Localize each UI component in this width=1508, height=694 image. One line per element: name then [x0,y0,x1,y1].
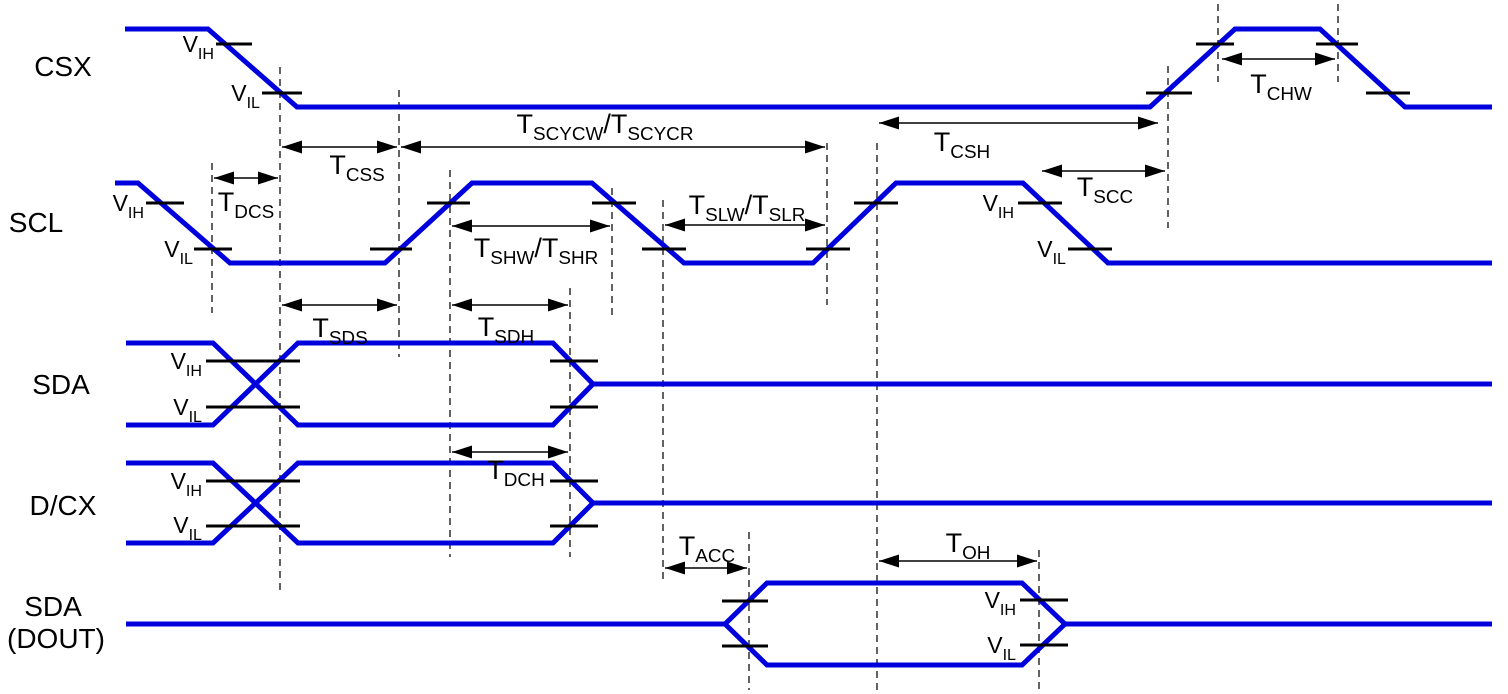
signal-label-sda: SDA [32,369,90,400]
label-tcss: TCSS [329,150,384,186]
label-tchw: TCHW [1250,69,1312,105]
signal-label-csx: CSX [34,51,92,82]
label-toh: TOH [946,528,991,564]
label-tcsh: TCSH [934,127,990,163]
vil-label: VIL [173,394,202,426]
label-tdcs: TDCS [218,187,274,223]
label-tacc: TACC [679,531,735,567]
label-tscc: TSCC [1077,172,1133,208]
vil-label: VIL [164,236,193,268]
vih-label: VIH [171,348,202,380]
label-tscyc: TSCYCW/TSCYCR [517,109,694,145]
timing-annotations: TDCS TCSS TSCYCW/TSCYCR TSHW/TSHR TSLW/T… [214,52,1335,575]
signal-label-scl: SCL [9,207,63,238]
vih-label: VIH [113,190,144,222]
sda-row: SDA VIH VIL [32,340,1492,428]
label-tslw: TSLW/TSLR [689,190,806,226]
sda-dout-wave-top [126,580,1492,627]
sda-wave-low-branch [126,340,595,428]
label-tdch: TDCH [487,455,544,491]
sda-wave-high-branch [126,340,1492,428]
vil-label: VIL [231,80,260,112]
scl-row: SCL VIH VIL VIH VIL [9,180,1492,268]
label-tshw: TSHW/TSHR [474,233,598,269]
signal-label-sda-dout-2: (DOUT) [7,623,105,654]
dcx-row: D/CX VIH VIL [30,460,1492,546]
vil-label: VIL [987,632,1016,664]
vih-label: VIH [983,190,1014,222]
dashed-guides [211,4,1339,690]
label-tsds: TSDS [312,313,367,349]
label-tsdh: TSDH [478,312,534,348]
dcx-wave-low-branch [126,460,595,546]
vih-label: VIH [985,587,1016,619]
signal-label-sda-dout: SDA [24,591,82,622]
dcx-wave-high-branch [126,460,1492,546]
vil-label: VIL [173,512,202,544]
sda-dout-row: SDA (DOUT) VIH VIL [7,580,1492,668]
signal-label-dcx: D/CX [30,490,97,521]
vih-label: VIH [171,468,202,500]
vil-label: VIL [1037,236,1066,268]
csx-row: CSX VIH VIL [34,26,1492,112]
vih-label: VIH [183,31,214,63]
